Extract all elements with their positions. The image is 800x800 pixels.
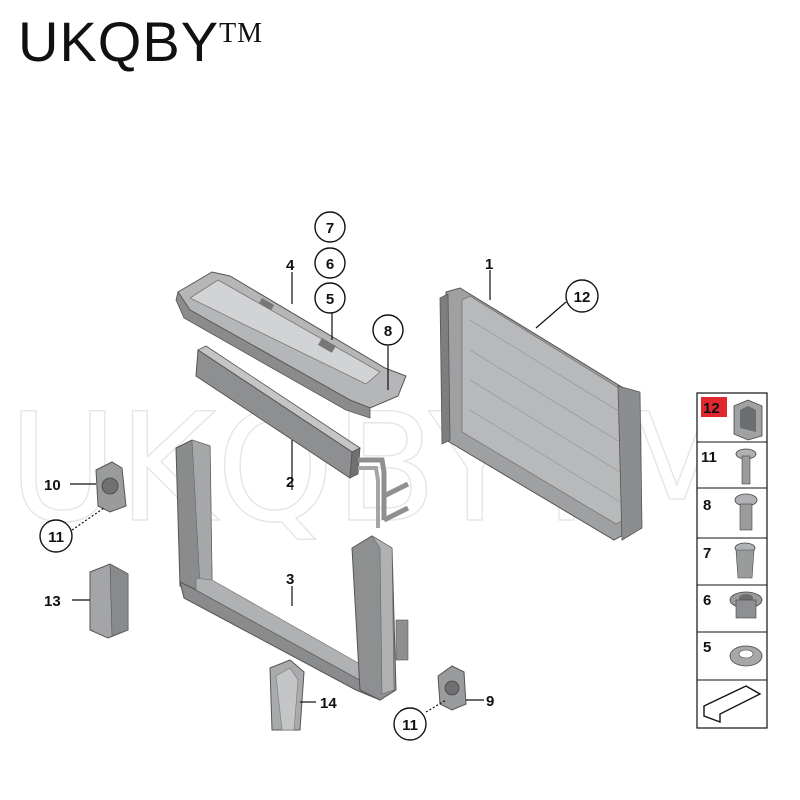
part-9-bracket: [437, 665, 467, 711]
callout-label-6: 6: [326, 256, 334, 273]
callout-label-1: 1: [485, 256, 493, 273]
callout-8: 8: [372, 314, 404, 346]
part-2-cooler: [195, 345, 410, 528]
legend-label-12: 12: [703, 400, 720, 417]
part-1-radiator: [439, 287, 643, 541]
part-3-frame: [175, 439, 409, 701]
callout-label-11-bottom: 11: [402, 717, 418, 734]
callout-label-10: 10: [44, 477, 61, 494]
part-4-bracket: [175, 271, 407, 419]
legend-panel: 12 11 8 7 6 5: [696, 392, 768, 729]
brand-logo: UKQBYTM: [18, 14, 263, 70]
callout-5: 5: [314, 282, 346, 314]
callout-7: 7: [314, 211, 346, 243]
brand-name: UKQBY: [18, 10, 220, 73]
callout-label-14: 14: [320, 695, 337, 712]
brand-tm: TM: [219, 18, 264, 49]
callout-11-left: 11: [39, 519, 73, 553]
legend-label-8: 8: [703, 497, 711, 514]
legend-label-11: 11: [701, 449, 717, 466]
bolt-icon: [734, 493, 758, 531]
washer-icon: [729, 645, 763, 667]
legend-highlight: [701, 397, 727, 417]
callout-6: 6: [314, 247, 346, 279]
part-13-module: [89, 563, 129, 639]
callout-label-4: 4: [286, 257, 295, 274]
callout-label-2: 2: [286, 474, 294, 491]
callout-label-3: 3: [286, 571, 294, 588]
callout-label-8: 8: [384, 323, 392, 340]
rubber-mount-icon: [729, 591, 763, 619]
screw-icon: [735, 448, 757, 485]
callout-label-13: 13: [44, 593, 61, 610]
leader-lines: [70, 270, 567, 713]
callout-12: 12: [565, 279, 599, 313]
legend-label-5: 5: [703, 639, 711, 656]
callout-label-12: 12: [574, 289, 591, 306]
legend-label-6: 6: [703, 592, 711, 609]
part-10-bracket: [95, 461, 127, 513]
clip-icon: [733, 399, 763, 441]
callout-label-7: 7: [326, 220, 334, 237]
legend-label-7: 7: [703, 545, 711, 562]
callout-label-5: 5: [326, 291, 334, 308]
callout-label-11-left: 11: [48, 529, 64, 546]
callout-11-bottom: 11: [393, 707, 427, 741]
expansion-nut-icon: [734, 542, 756, 579]
part-14-duct: [269, 659, 305, 731]
arrow-icon: [703, 685, 762, 724]
callout-label-9: 9: [486, 693, 494, 710]
